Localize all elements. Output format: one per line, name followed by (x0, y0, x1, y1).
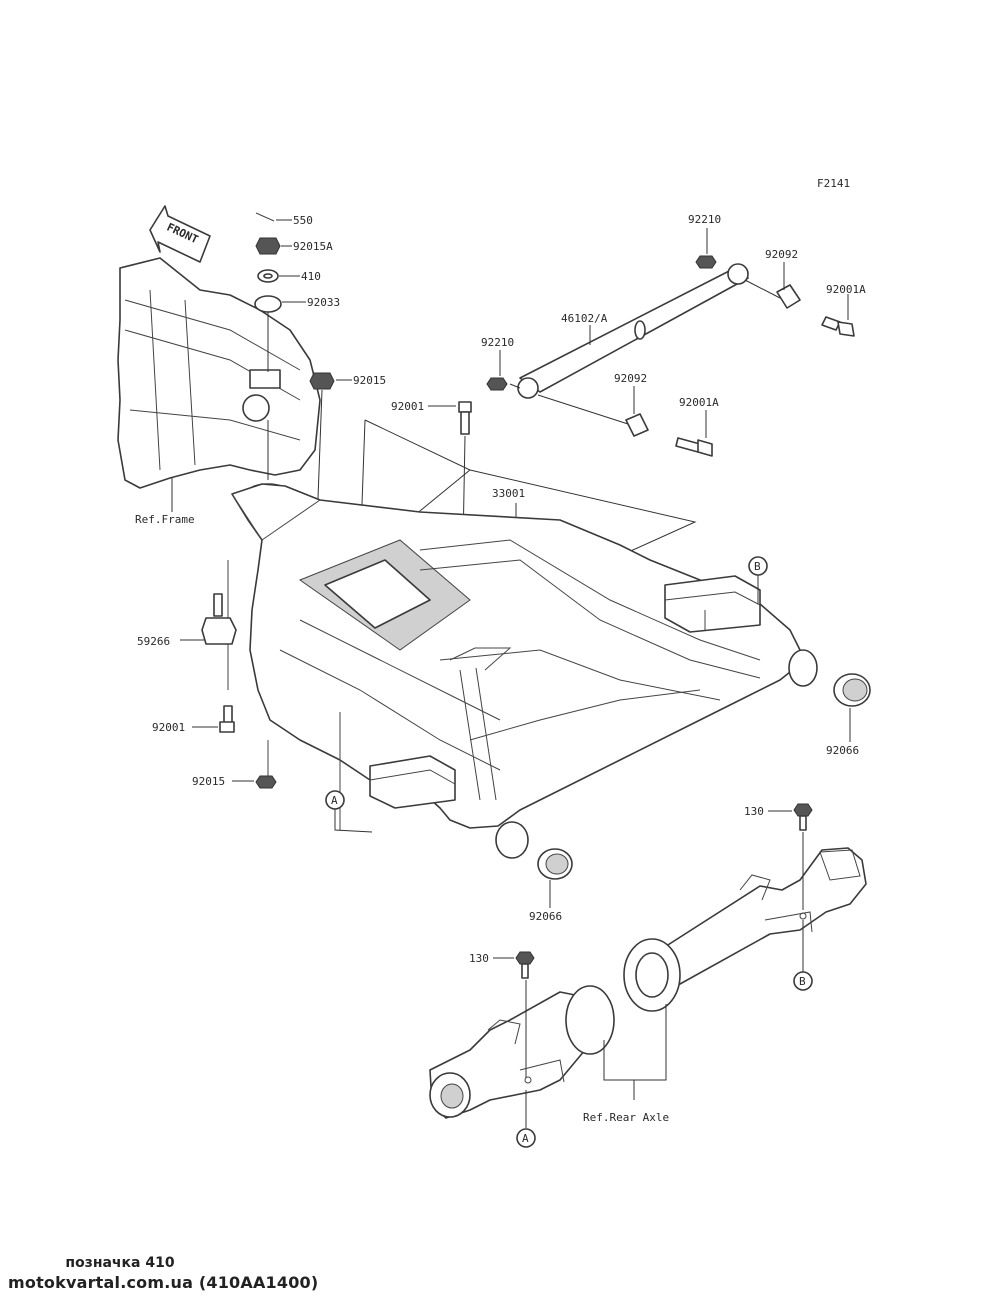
ref-frame-label: Ref.Frame (135, 513, 195, 526)
cap-92066-right: 92066 (826, 673, 871, 757)
bolt-130-right: 130 (744, 803, 813, 910)
part-410-label: 410 (301, 270, 321, 283)
nut-92015-left: 92015 (192, 775, 277, 789)
callout-a-bottom-label: A (522, 1132, 529, 1145)
part-550-label: 550 (293, 214, 313, 227)
bolt-92001A-mid: 92001A (675, 396, 719, 457)
part-92001-left-label: 92001 (152, 721, 185, 734)
castle-nut-92015A: 92015A (255, 237, 333, 255)
ref-rear-axle-callout: Ref.Rear Axle (583, 1004, 669, 1124)
bolt-92001-left: 92001 (152, 705, 235, 734)
part-59266-label: 59266 (137, 635, 170, 648)
bushing-92092-right: 92092 (765, 248, 801, 309)
callout-a-top: A (325, 790, 373, 833)
callout-b-top-label: B (754, 560, 761, 573)
part-92066-bottom-label: 92066 (529, 910, 562, 923)
part-92210-left-label: 92210 (481, 336, 514, 349)
part-92033-label: 92033 (307, 296, 340, 309)
rear-axle-housing-right (623, 847, 867, 1012)
bolt-130-bottom: 130 (469, 951, 535, 1078)
part-92092-right-label: 92092 (765, 248, 798, 261)
callout-b-top: B (748, 556, 768, 604)
footer-caption: позначка 410 (65, 1255, 175, 1271)
cotter-pin-550: 550 (255, 212, 313, 227)
part-92015-left-label: 92015 (192, 775, 225, 788)
part-92001A-mid-label: 92001A (679, 396, 719, 409)
ref-frame-part: Ref.Frame (117, 257, 321, 526)
front-arrow-icon: FRONT (149, 205, 211, 263)
part-92001A-right-label: 92001A (826, 283, 866, 296)
part-92015-top-label: 92015 (353, 374, 386, 387)
part-92092-mid-label: 92092 (614, 372, 647, 385)
part-92001-top-label: 92001 (391, 400, 424, 413)
part-92066-right-label: 92066 (826, 744, 859, 757)
callout-b-bottom: B (793, 920, 813, 991)
cap-92066-bottom: 92066 (529, 848, 573, 923)
part-130-right-label: 130 (744, 805, 764, 818)
callout-b-bottom-label: B (799, 975, 806, 988)
bolt-92001A-right: 92001A (821, 283, 866, 337)
bushing-92092-mid: 92092 (614, 372, 649, 437)
swingarm-33001 (227, 483, 818, 859)
figure-code: F2141 (817, 177, 850, 190)
pivot-hardware-group: 550 92015A 410 92033 (254, 212, 340, 480)
circlip-92033: 92033 (254, 295, 340, 313)
part-33001-label: 33001 (492, 487, 525, 500)
part-92015A-label: 92015A (293, 240, 333, 253)
footer-source: motokvartal.com.ua (410AA1400) (8, 1273, 319, 1292)
stopper-59266: 59266 (137, 593, 237, 648)
ref-rear-axle-label: Ref.Rear Axle (583, 1111, 669, 1124)
torque-rod-46102A: 46102/A (517, 263, 749, 399)
callout-a-bottom: A (516, 1090, 536, 1148)
part-130-bottom-label: 130 (469, 952, 489, 965)
part-46102A-label: 46102/A (561, 312, 608, 325)
nut-92210-left: 92210 (481, 336, 514, 391)
washer-410: 410 (257, 269, 321, 283)
rear-axle-housing-left (429, 985, 615, 1119)
nut-92210-right: 92210 (688, 213, 721, 269)
part-92210-right-label: 92210 (688, 213, 721, 226)
callout-a-top-label: A (331, 794, 338, 807)
